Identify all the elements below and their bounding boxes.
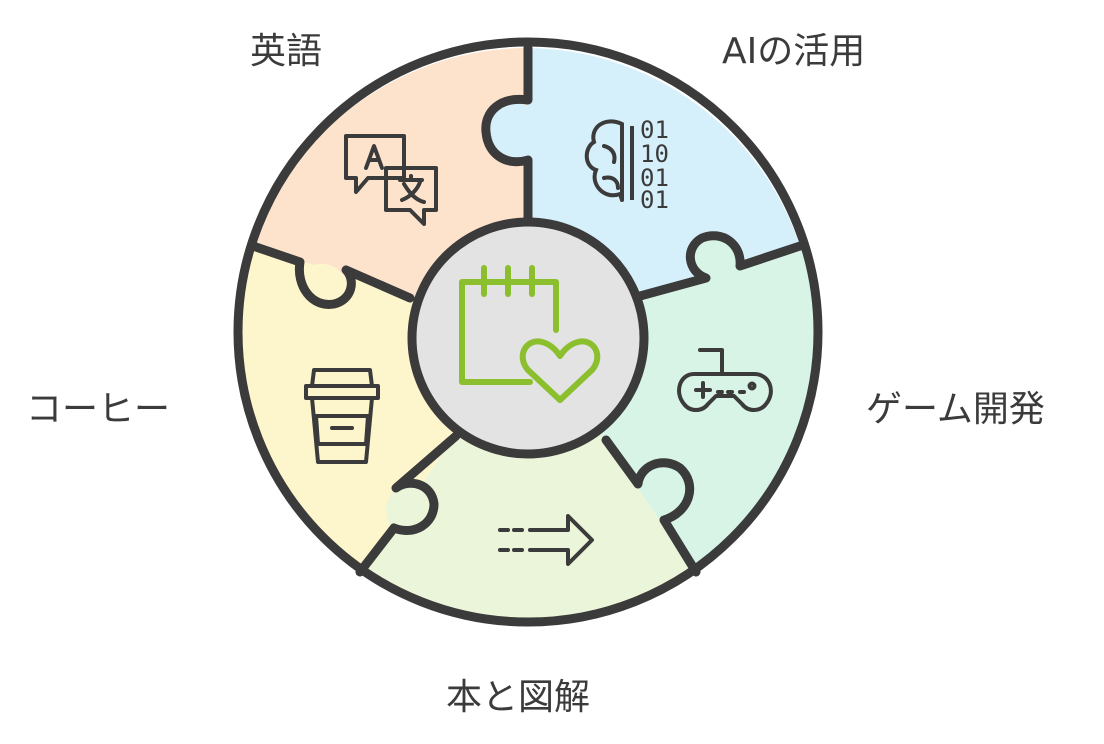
- svg-text:10: 10: [640, 140, 669, 168]
- segment-book: [360, 332, 696, 626]
- svg-text:01: 01: [640, 164, 669, 192]
- segment-label-game: ゲーム開発: [866, 389, 1045, 430]
- segment-label-coffee: コーヒー: [26, 389, 171, 430]
- gamepad-icon: [677, 348, 773, 412]
- svg-text:01: 01: [640, 186, 669, 214]
- segment-label-eigo: 英語: [250, 31, 323, 72]
- coffee-cup-icon: [304, 368, 380, 464]
- translate-icon: [344, 134, 438, 226]
- segment-label-book: 本と図解: [446, 677, 591, 718]
- outer-ring: [233, 37, 823, 627]
- svg-text:01: 01: [640, 116, 669, 144]
- segment-label-ai: AIの活用: [722, 31, 866, 72]
- segment-dividers: [248, 43, 805, 577]
- arrow-right-icon: [498, 514, 594, 566]
- calendar-heart-icon: [459, 265, 601, 403]
- center-hub: [407, 217, 649, 459]
- brain-binary-icon: 01 10 01 01: [584, 116, 669, 214]
